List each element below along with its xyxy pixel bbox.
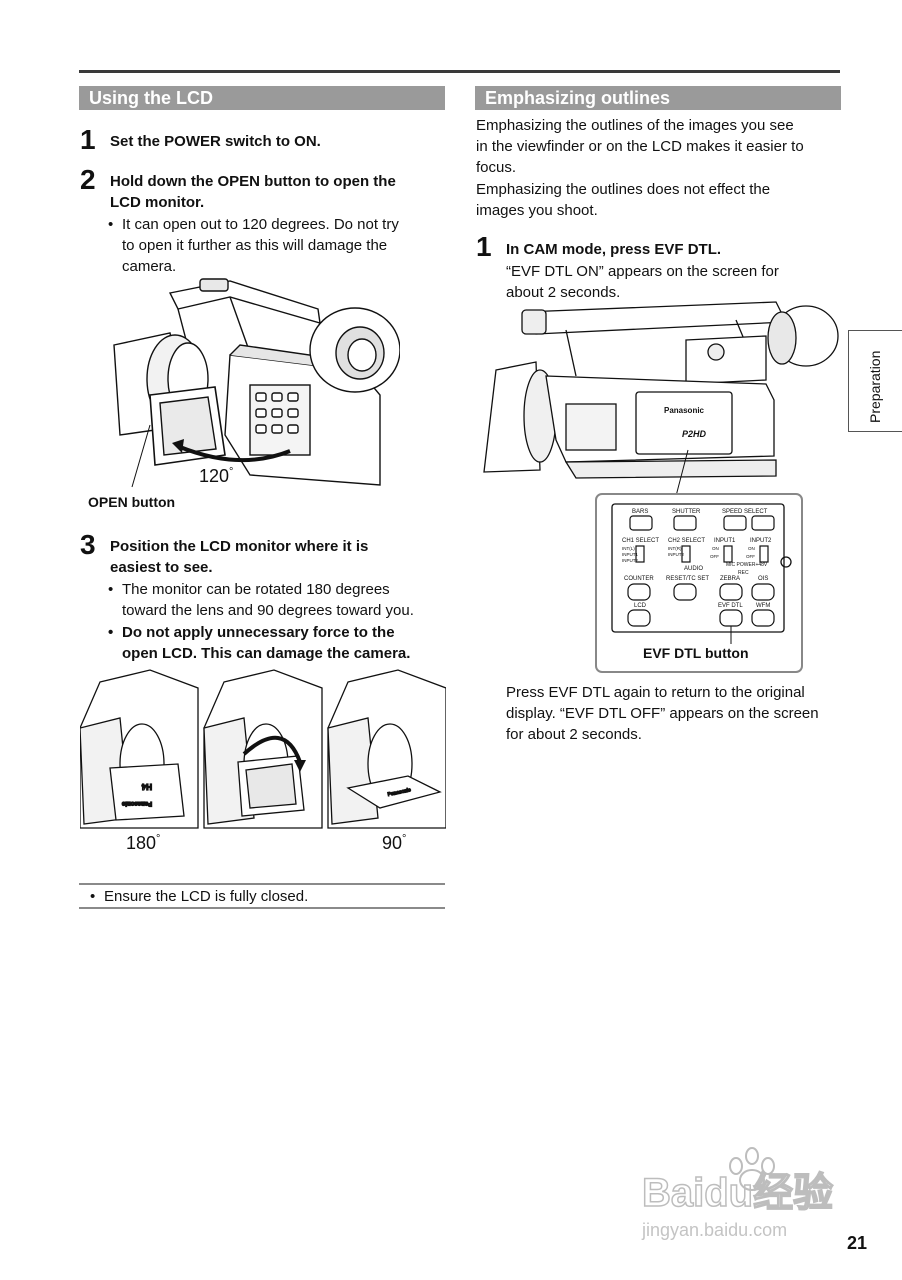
bullet-continuation: toward the lens and 90 degrees toward yo…	[122, 602, 414, 619]
intro-line: images you shoot.	[476, 202, 598, 219]
bullet-continuation-bold: open LCD. This can damage the camera.	[122, 645, 411, 662]
step-number: 2	[80, 164, 96, 195]
svg-text:jingyan.baidu.com: jingyan.baidu.com	[641, 1220, 787, 1240]
svg-text:INT(R): INT(R)	[668, 546, 682, 551]
lcd-rotating-illustration	[203, 669, 323, 829]
svg-text:INPUT1: INPUT1	[714, 538, 736, 544]
step-number: 1	[80, 124, 96, 155]
svg-text:RESET/TC SET: RESET/TC SET	[666, 576, 709, 582]
svg-text:Panasonic: Panasonic	[121, 800, 152, 806]
step-title-line: Hold down the OPEN button to open the	[110, 173, 396, 190]
page-number: 21	[847, 1233, 868, 1253]
svg-text:SPEED SELECT: SPEED SELECT	[722, 509, 768, 515]
step-title-line: LCD monitor.	[110, 194, 205, 211]
svg-text:COUNTER: COUNTER	[624, 576, 654, 582]
after-text-line: for about 2 seconds.	[506, 726, 642, 743]
section-heading-emphasizing-outlines: Emphasizing outlines	[475, 86, 841, 110]
after-text-line: display. “EVF DTL OFF” appears on the sc…	[506, 705, 819, 722]
svg-text:ON: ON	[712, 546, 719, 551]
lcd-rotation-illustrations: H4 Panasonic Panasonic	[80, 669, 446, 829]
note-box	[79, 883, 445, 909]
svg-text:EVF DTL: EVF DTL	[718, 603, 743, 609]
step-number: 3	[80, 529, 96, 560]
svg-text:CH1 SELECT: CH1 SELECT	[622, 538, 659, 544]
section-heading-using-lcd: Using the LCD	[79, 86, 445, 110]
bullet-continuation: to open it further as this will damage t…	[122, 237, 388, 254]
svg-text:CH2 SELECT: CH2 SELECT	[668, 538, 705, 544]
step-title: In CAM mode, press EVF DTL.	[506, 241, 722, 258]
bullet-line-bold: Do not apply unnecessary force to the	[108, 622, 448, 643]
step-title-line: easiest to see.	[110, 559, 213, 576]
svg-text:Baidu经验: Baidu经验	[642, 1171, 833, 1215]
svg-text:REC: REC	[738, 570, 749, 576]
svg-text:P2HD: P2HD	[682, 429, 707, 439]
step-title-line: Position the LCD monitor where it is	[110, 538, 369, 555]
intro-line: focus.	[476, 159, 517, 176]
step-title: Set the POWER switch to ON.	[110, 133, 321, 150]
open-button-callout: OPEN button	[88, 494, 176, 510]
svg-text:INPUT2: INPUT2	[622, 558, 639, 563]
svg-text:Panasonic: Panasonic	[664, 406, 705, 415]
angle-label-120: 120°	[199, 466, 234, 486]
svg-text:INPUT2: INPUT2	[668, 552, 685, 557]
intro-line: in the viewfinder or on the LCD makes it…	[476, 138, 804, 155]
after-text-line: Press EVF DTL again to return to the ori…	[506, 684, 805, 701]
svg-text:INPUT1: INPUT1	[622, 552, 639, 557]
bullet-line: The monitor can be rotated 180 degrees	[108, 579, 448, 600]
camera-side-panel-illustration: Panasonic P2HD BARS SHUTTER SPEED SELECT…	[483, 301, 839, 673]
lcd-rotated-180-illustration: H4 Panasonic	[80, 669, 199, 829]
step-body-line: about 2 seconds.	[506, 284, 621, 301]
bullet-continuation: camera.	[122, 258, 177, 275]
svg-text:WFM: WFM	[756, 603, 770, 609]
svg-text:OFF: OFF	[746, 554, 755, 559]
side-tab-preparation: Preparation	[848, 330, 902, 432]
baidu-watermark-logo: Baidu经验 jingyan.baidu.com	[641, 1147, 834, 1240]
svg-text:OIS: OIS	[758, 576, 768, 582]
svg-text:ON: ON	[748, 546, 755, 551]
intro-line: Emphasizing the outlines does not effect…	[476, 181, 771, 198]
svg-text:INPUT2: INPUT2	[750, 538, 772, 544]
svg-text:INT(L): INT(L)	[622, 546, 635, 551]
evf-dtl-button-callout: EVF DTL button	[643, 645, 749, 661]
camera-lcd-open-illustration	[113, 278, 400, 488]
svg-text:ZEBRA: ZEBRA	[720, 576, 740, 582]
top-rule	[79, 70, 840, 73]
bullet-line: It can open out to 120 degrees. Do not t…	[108, 214, 448, 235]
svg-text:LCD: LCD	[634, 603, 647, 609]
intro-line: Emphasizing the outlines of the images y…	[476, 117, 794, 134]
angle-label-90: 90°	[382, 833, 407, 853]
note-text: Ensure the LCD is fully closed.	[90, 886, 430, 907]
svg-text:H4: H4	[141, 782, 152, 791]
angle-label-180: 180°	[126, 833, 161, 853]
step-number: 1	[476, 231, 492, 262]
svg-text:SHUTTER: SHUTTER	[672, 509, 701, 515]
lcd-rotated-90-illustration: Panasonic	[327, 669, 446, 829]
svg-text:MIC POWER+48V: MIC POWER+48V	[726, 562, 768, 568]
svg-text:AUDIO: AUDIO	[684, 566, 703, 572]
svg-text:OFF: OFF	[710, 554, 719, 559]
step-body-line: “EVF DTL ON” appears on the screen for	[506, 263, 779, 280]
svg-text:BARS: BARS	[632, 509, 648, 515]
